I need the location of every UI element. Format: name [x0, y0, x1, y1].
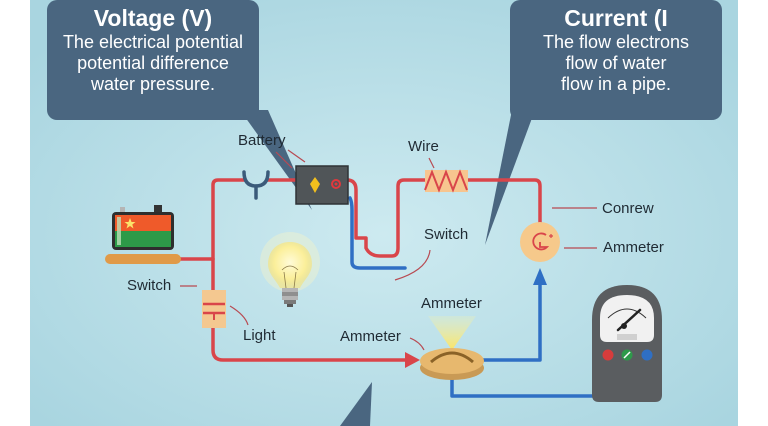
ammeter-disk-icon	[420, 316, 484, 380]
voltage-line: potential difference	[77, 53, 229, 73]
red-wires	[175, 178, 610, 392]
wire-battery-to-wire	[345, 178, 427, 258]
gauge-meter-icon	[592, 285, 662, 402]
label-switch-left: Switch	[127, 277, 172, 294]
battery-diamond-icon	[310, 177, 320, 193]
voltage-bubble-tail	[240, 110, 312, 210]
current-line: flow of water	[565, 53, 667, 73]
leader-lines	[180, 149, 597, 351]
current-title: Current (I	[564, 5, 668, 31]
bottom-bubble-tail	[340, 382, 372, 426]
voltage-line: water pressure.	[90, 74, 216, 94]
current-line: The flow electrons	[542, 32, 690, 52]
wire-battery-blue	[348, 196, 407, 270]
star-icon	[124, 218, 136, 229]
battery-terminal-icon	[331, 179, 341, 189]
label-ammeter-right: Ammeter	[603, 239, 664, 256]
wire-resistor-to-meter	[466, 178, 542, 226]
blue-terminal	[641, 349, 653, 361]
label-conrew: Conrew	[602, 200, 654, 217]
battery-icon	[105, 205, 181, 264]
light-bulb-icon	[260, 232, 320, 307]
label-switch-upper: Switch	[424, 226, 469, 243]
current-line: flow in a pipe.	[560, 74, 672, 94]
label-light: Light	[243, 327, 276, 344]
label-ammeter-left: Ammeter	[340, 328, 401, 345]
resistor-icon	[424, 169, 468, 193]
voltage-line: The electrical potential	[62, 32, 244, 52]
label-battery: Battery	[238, 132, 286, 149]
battery-box	[295, 165, 349, 205]
label-wire: Wire	[408, 138, 439, 155]
switch-capacitor-icon	[202, 290, 226, 328]
label-ammeter-top: Ammeter	[421, 295, 482, 312]
voltage-title: Voltage (V)	[93, 5, 213, 31]
red-arrowhead	[405, 352, 420, 368]
wire-ammeter-to-meter	[478, 280, 542, 362]
wire-left-vertical	[211, 178, 407, 362]
blue-arrowhead-up	[533, 268, 547, 285]
current-bubble-tail	[485, 110, 535, 245]
fuse-symbol-icon	[242, 170, 270, 200]
voltage-bubble: Voltage (V) The electrical potential pot…	[47, 0, 259, 120]
red-terminal	[602, 349, 614, 361]
ammeter-circle-icon	[520, 222, 560, 262]
current-bubble: Current (I The flow electrons flow of wa…	[510, 0, 722, 120]
